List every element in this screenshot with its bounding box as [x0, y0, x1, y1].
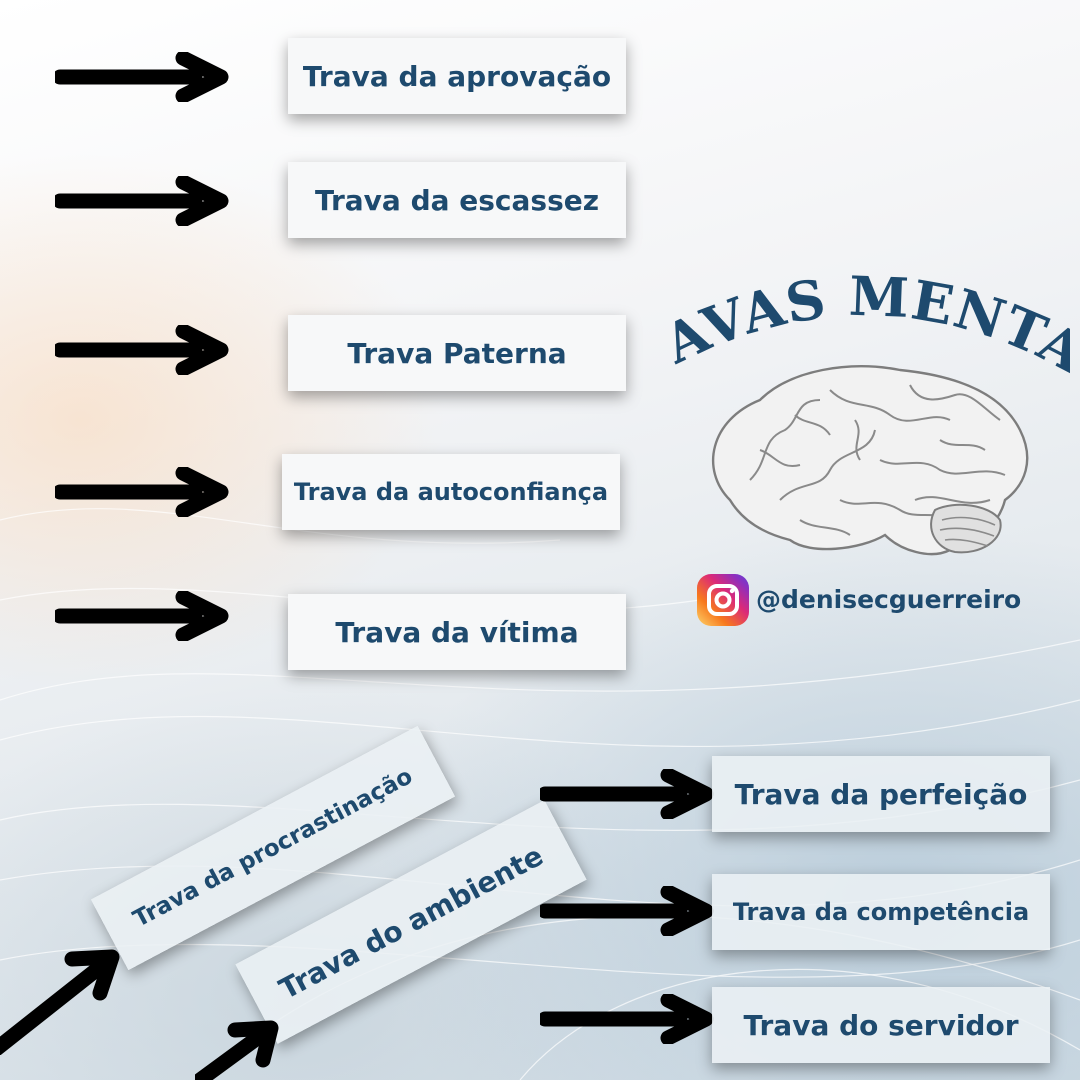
trava-autoconfianca-label: Trava da autoconfiança [282, 454, 620, 530]
arrow-right-icon [540, 886, 714, 936]
trava-escassez-label: Trava da escassez [288, 162, 626, 238]
arrow-right-icon [540, 994, 714, 1044]
trava-competencia-label: Trava da competência [712, 874, 1050, 950]
trava-vitima-label: Trava da vítima [288, 594, 626, 670]
trava-aprovacao-label: Trava da aprovação [288, 38, 626, 114]
arrow-right-icon [55, 467, 229, 517]
arrow-up-right-icon [0, 949, 120, 1055]
arrow-right-icon [55, 176, 229, 226]
arrow-right-icon [540, 769, 714, 819]
trava-paterna-label: Trava Paterna [288, 315, 626, 391]
brain-illustration [711, 365, 1029, 556]
arrow-right-icon [55, 591, 229, 641]
arrow-up-right-icon [195, 1020, 279, 1080]
instagram-handle[interactable]: @denisecguerreiro [756, 585, 1022, 614]
title-arc: TRAVAS MENTAIS [660, 268, 1070, 378]
arrow-right-icon [55, 52, 229, 102]
arrow-right-icon [55, 325, 229, 375]
trava-servidor-label: Trava do servidor [712, 987, 1050, 1063]
trava-perfeicao-label: Trava da perfeição [712, 756, 1050, 832]
instagram-icon[interactable] [697, 574, 749, 626]
